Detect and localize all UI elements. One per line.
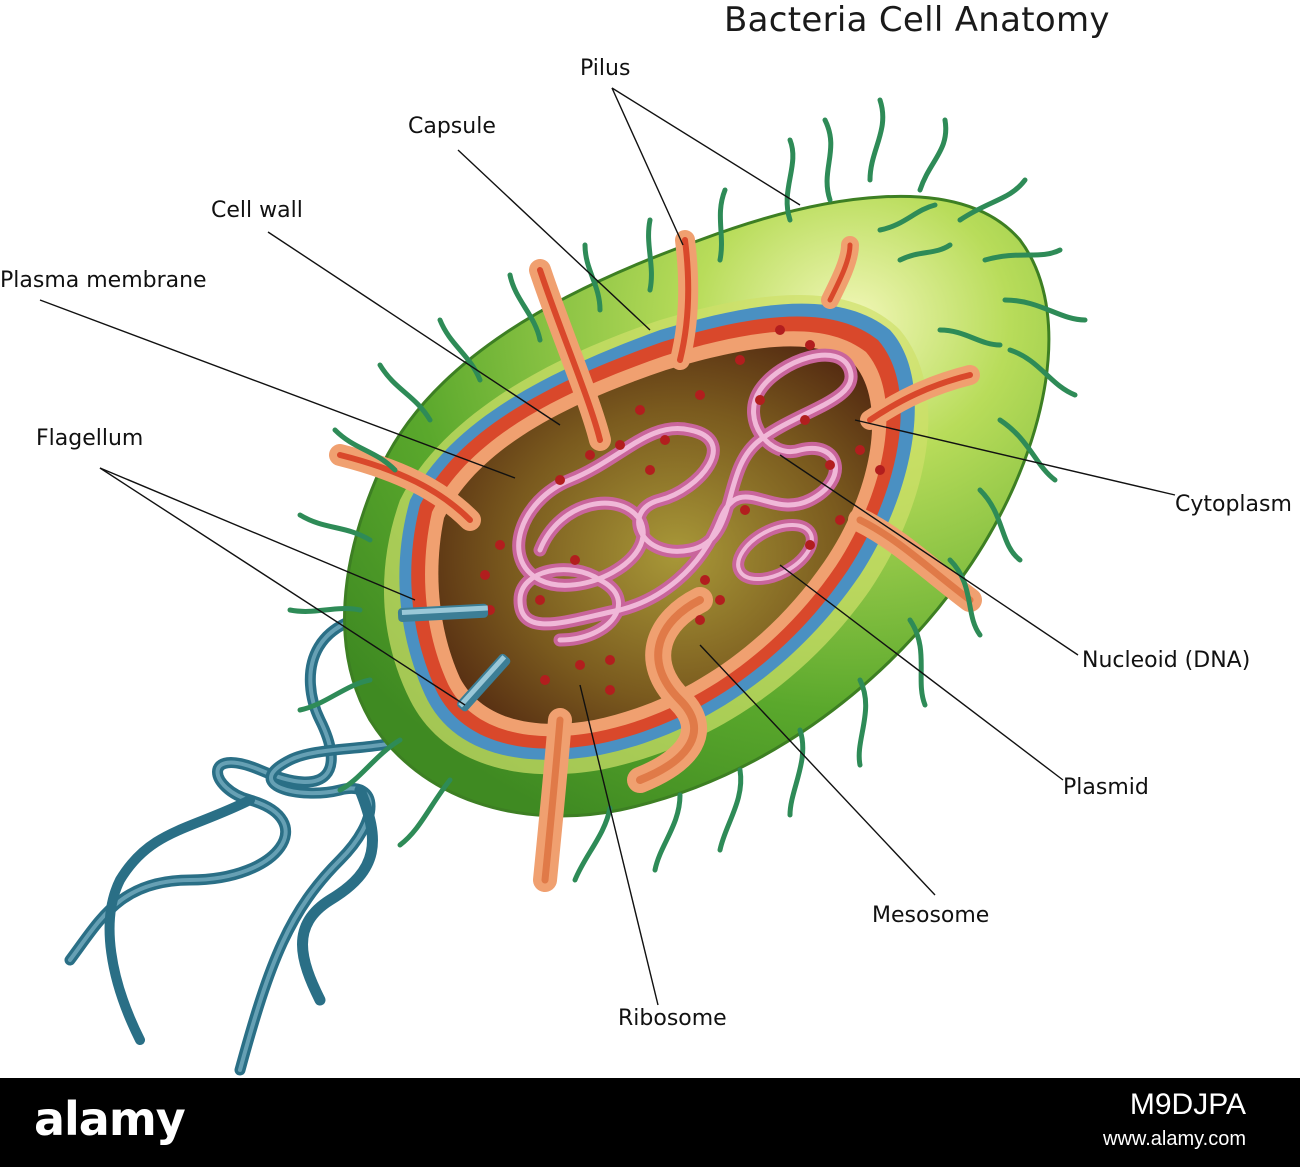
bacteria-illustration (39, 87, 1176, 1076)
watermark-footer: alamy M9DJPA www.alamy.com (0, 1078, 1300, 1167)
ribosomes (480, 325, 885, 695)
label-mesosome: Mesosome (872, 903, 990, 928)
label-cell-wall: Cell wall (211, 198, 303, 223)
watermark-image-code: M9DJPA (1129, 1088, 1246, 1121)
label-flagellum: Flagellum (36, 426, 144, 451)
pili (287, 97, 1088, 883)
plasmid (732, 518, 818, 586)
nucleoid-dna (512, 348, 858, 647)
label-plasma-membrane: Plasma membrane (0, 268, 207, 293)
watermark-url: www.alamy.com (1103, 1128, 1246, 1150)
label-pilus: Pilus (580, 56, 631, 81)
mesosome-folds (329, 230, 982, 892)
label-plasmid: Plasmid (1063, 775, 1149, 800)
label-capsule: Capsule (408, 114, 496, 139)
leader-lines (39, 87, 1176, 1006)
label-ribosome: Ribosome (618, 1006, 727, 1031)
watermark-logo: alamy (34, 1092, 186, 1146)
flagellum-hooks (397, 603, 511, 712)
label-cytoplasm: Cytoplasm (1175, 492, 1292, 517)
label-nucleoid: Nucleoid (DNA) (1082, 648, 1251, 673)
diagram-canvas: Bacteria Cell Anatomy Pilus Capsule Cell… (0, 0, 1292, 1076)
diagram-title: Bacteria Cell Anatomy (724, 0, 1110, 40)
